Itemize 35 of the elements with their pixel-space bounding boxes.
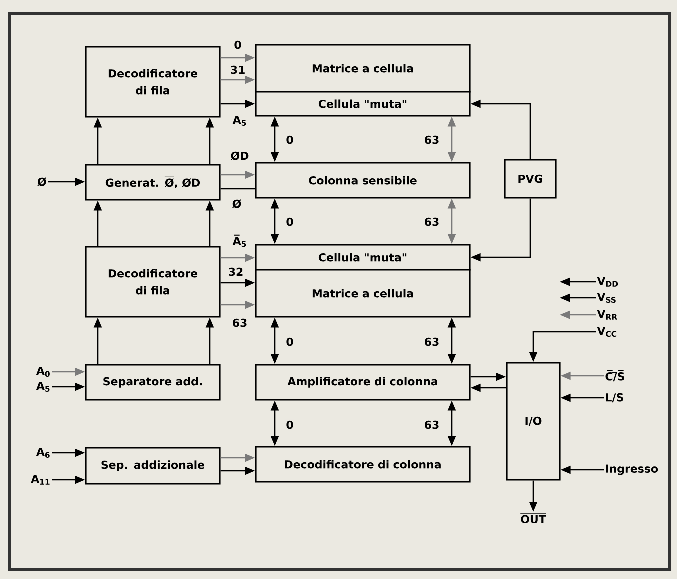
block-box: Sep. addizionale — [85, 447, 221, 485]
signal-label: Ø — [38, 178, 46, 186]
block-box: Matrice a cellula — [255, 44, 471, 93]
signal-label: V$_{CC}$ — [597, 326, 617, 338]
signal-label: A$_{0}$ — [36, 366, 50, 378]
edge-label: ØD — [230, 150, 250, 162]
signal-label: V$_{SS}$ — [597, 292, 616, 304]
block-box: Amplificatore di colonna — [255, 364, 471, 401]
block-box: PVG — [504, 159, 557, 199]
block-box: I/O — [506, 362, 561, 481]
edge-label: A$_{5}$ — [232, 115, 248, 127]
block-box: Decodificatore di fila — [85, 246, 221, 318]
signal-label: Ingresso — [606, 464, 658, 476]
block-box: $\mbox{Generat. }\overline{\mbox{Ø}}\mbox{, ØD}$ — [85, 164, 221, 201]
signal-label: C̅/̅S̅ — [606, 370, 624, 382]
signal-label: V$_{RR}$ — [597, 310, 618, 320]
signal-label: L/S — [606, 393, 624, 403]
signal-label: $\overline{\mbox{OUT}}$ — [520, 514, 546, 524]
signal-label: A$_{5}$ — [36, 382, 50, 392]
block-box: Colonna sensibile — [255, 162, 471, 199]
block-box: Decodificatore di fila — [85, 46, 221, 118]
edge-label: 0 — [285, 336, 295, 348]
block-box: Matrice a cellula — [255, 269, 471, 318]
edge-label: 0 — [233, 40, 243, 50]
block-box: Decodificatore di colonna — [255, 446, 471, 483]
edge-label: 0 — [285, 216, 295, 228]
block-box: Cellula "muta" — [255, 244, 471, 271]
block-box: Separatore add. — [85, 364, 221, 401]
edge-label: 0 — [285, 420, 295, 430]
edge-label: 0 — [285, 134, 295, 146]
signal-label: A$_{11}$ — [31, 475, 50, 485]
signal-label: V$_{DD}$ — [597, 277, 618, 287]
signal-label: A$_{6}$ — [36, 448, 50, 458]
edge-label: Ø — [231, 198, 243, 210]
block-box: Cellula "muta" — [255, 91, 471, 117]
